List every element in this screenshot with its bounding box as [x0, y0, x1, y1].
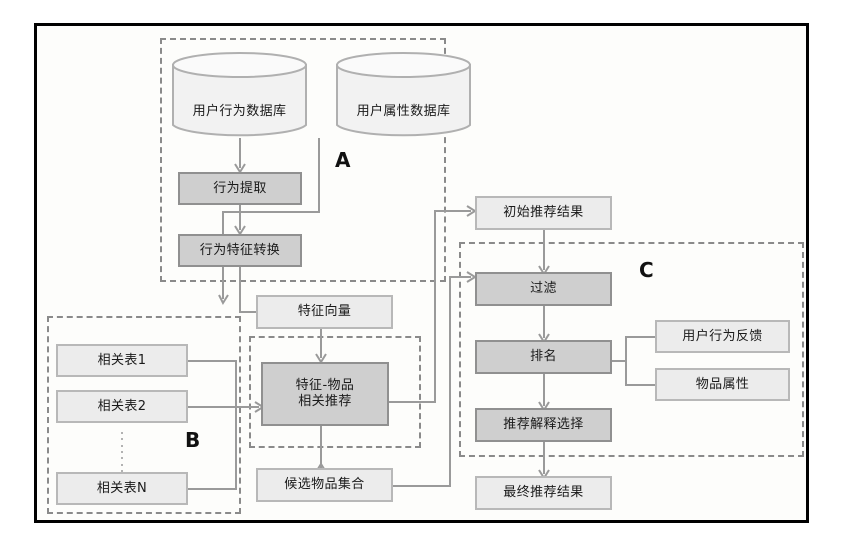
- connector-explain-to-final: [543, 442, 545, 474]
- connector-attrdb-down: [318, 138, 320, 213]
- user-behavior-db: 用户行为数据库: [171, 51, 308, 139]
- connector-fv-to-recommend: [320, 328, 322, 358]
- user-behavior-feedback-node: 用户行为反馈: [655, 320, 790, 353]
- behavior-feature-transform-node: 行为特征转换: [178, 234, 302, 267]
- corr-table-1-node: 相关表1: [56, 344, 188, 377]
- connector-corr2-right: [187, 406, 237, 408]
- behavior-extraction-node: 行为提取: [178, 172, 302, 205]
- cylinder-shape-behavior: [172, 52, 307, 137]
- feature-item-recommend-line2: 相关推荐: [298, 394, 352, 409]
- connector-candidate-up: [320, 426, 322, 468]
- corr-table-2-node: 相关表2: [56, 390, 188, 423]
- feature-item-recommend-line1: 特征-物品: [295, 378, 355, 394]
- connector-transform-down: [239, 266, 241, 312]
- corr-table-n-node: 相关表N: [56, 472, 188, 505]
- group-label-c: C: [639, 258, 654, 282]
- group-box-center: [249, 336, 421, 448]
- ranking-node: 排名: [475, 340, 612, 374]
- connector-corr1-right: [187, 360, 237, 362]
- connector-corrn-right: [187, 488, 237, 490]
- connector-extract-transform: [239, 204, 241, 230]
- connector-attrdb-left: [222, 211, 320, 213]
- corr-table-ellipsis: [121, 432, 123, 472]
- connector-behaviordb-extract: [239, 138, 241, 168]
- connector-recommend-out-right: [389, 401, 436, 403]
- user-attribute-db: 用户属性数据库: [335, 51, 472, 139]
- connector-feedback-left: [625, 336, 657, 338]
- group-label-b: B: [185, 428, 201, 452]
- candidate-item-set-node: 候选物品集合: [256, 468, 393, 502]
- connector-candidate-to-filter: [449, 276, 471, 278]
- recommend-explanation-select-node: 推荐解释选择: [475, 408, 612, 442]
- group-box-a: [160, 38, 446, 282]
- connector-candidate-right: [389, 485, 451, 487]
- feature-vector-node: 特征向量: [256, 295, 393, 329]
- filter-node: 过滤: [475, 272, 612, 306]
- group-box-b: [47, 316, 241, 514]
- connector-ranking-to-explain: [543, 374, 545, 406]
- group-box-c: [459, 242, 804, 457]
- user-attribute-db-label: 用户属性数据库: [356, 103, 451, 119]
- diagram-frame: A B C: [34, 23, 809, 523]
- connector-recommend-to-initial: [434, 210, 471, 212]
- item-attribute-node: 物品属性: [655, 368, 790, 401]
- user-behavior-db-label: 用户行为数据库: [192, 103, 287, 119]
- connector-candidate-right-up: [449, 276, 451, 487]
- connector-filter-to-ranking: [543, 306, 545, 338]
- cylinder-shape-attribute: [336, 52, 471, 137]
- feature-item-recommend-node: 特征-物品 相关推荐: [261, 362, 389, 426]
- initial-recommend-result-node: 初始推荐结果: [475, 196, 612, 230]
- connector-itemattr-left: [625, 384, 657, 386]
- connector-corr-bus-out: [235, 406, 259, 408]
- connector-initial-to-filter: [543, 230, 545, 270]
- connector-corr-bus: [235, 360, 237, 490]
- connector-recommend-out-up: [434, 210, 436, 403]
- final-recommend-result-node: 最终推荐结果: [475, 476, 612, 510]
- group-label-a: A: [335, 148, 351, 172]
